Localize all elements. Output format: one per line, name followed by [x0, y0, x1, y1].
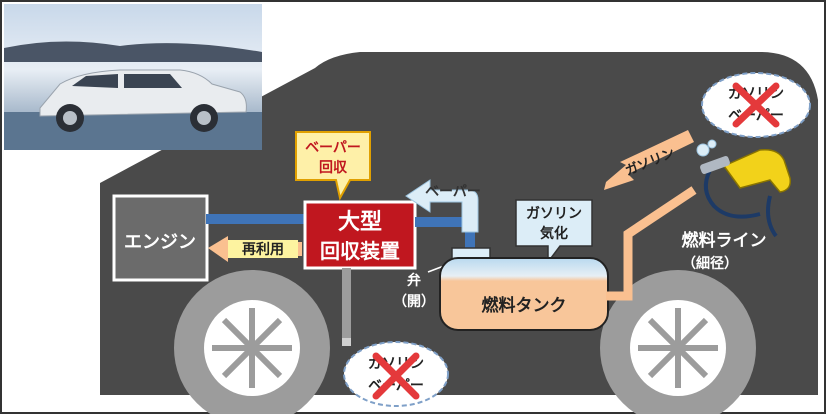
valve-label-1: 弁	[407, 272, 421, 289]
fuel-tank	[439, 257, 609, 331]
engine-block	[112, 194, 209, 282]
suv-photo	[4, 4, 262, 150]
reuse-label: 再利用	[242, 241, 284, 258]
fuel-line	[606, 186, 697, 301]
vapor-recovery-callout: ベーパー 回収	[295, 131, 371, 201]
engine-intake-pipe	[206, 214, 308, 224]
fuel-line-label-1: 燃料ライン	[682, 230, 767, 251]
engine-label: エンジン	[124, 232, 196, 253]
recovery-device-label-bottom: 回収装置	[320, 239, 400, 263]
valve-label-2: （開）	[393, 294, 435, 310]
blocked-cross-icon	[372, 352, 420, 400]
large-recovery-device	[303, 200, 417, 270]
fuel-line-label-2: （細径）	[682, 255, 738, 272]
front-wheel	[600, 270, 756, 414]
vapor-recovery-text-1: ベーパー	[305, 140, 361, 156]
vapor-emission-cloud-top: ガソリン ベーパー	[701, 72, 811, 138]
blocked-cross-icon	[732, 82, 780, 128]
vapor-emission-cloud-bottom: ガソリン ベーパー	[343, 341, 449, 407]
reuse-arrow: 再利用	[208, 236, 302, 262]
recovery-device-label-top: 大型	[338, 210, 382, 235]
fuel-tank-label: 燃料タンク	[482, 295, 567, 316]
gasoline-vaporize-text-1: ガソリン	[526, 206, 582, 222]
vapor-arrow-label: ベーパー	[425, 184, 481, 200]
gasoline-vaporize-text-2: 気化	[540, 225, 568, 242]
rear-wheel	[174, 270, 330, 414]
vapor-recovery-text-2: 回収	[319, 159, 348, 176]
gasoline-vaporize-callout: ガソリン 気化	[515, 199, 593, 265]
vapor-flow-arrow: ベーパー	[405, 179, 481, 233]
vent-pipe	[342, 268, 351, 340]
fuel-nozzle-icon	[696, 139, 792, 238]
